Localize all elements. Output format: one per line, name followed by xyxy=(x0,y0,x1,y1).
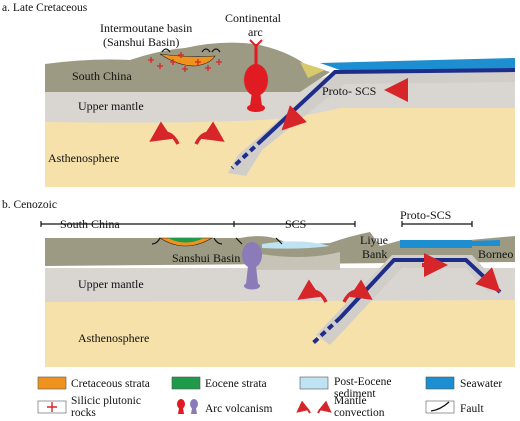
legend: Cretaceous strata Eocene strata Post-Eoc… xyxy=(37,376,502,419)
panel-a: a. Late Cretaceous xyxy=(2,2,516,187)
panel-b-liyue-label-2: Bank xyxy=(362,247,387,261)
panel-a-basin-label-1: Intermoutane basin xyxy=(100,21,192,35)
fault-icon xyxy=(430,401,450,412)
panel-b-scs-region: SCS xyxy=(285,217,306,231)
panel-a-mantle-convection-arrows xyxy=(149,121,225,145)
legend-swatch-post-eocene-sediment xyxy=(299,376,329,390)
panel-a-arc-volcano xyxy=(244,39,268,112)
legend-label-cretaceous-strata: Cretaceous strata xyxy=(71,378,150,390)
panel-b-asthenosphere-label: Asthenosphere xyxy=(78,331,149,345)
legend-label-mantle-convection-2: convection xyxy=(334,407,385,419)
legend-label-post-eocene-1: Post-Eocene xyxy=(334,376,391,388)
panel-a-arc-label-1: Continental xyxy=(225,11,282,25)
mantle-convection-icon xyxy=(296,400,332,414)
panel-b-title: b. Cenozoic xyxy=(2,199,57,211)
legend-label-post-eocene-2: sediment xyxy=(334,388,376,400)
panel-b-slab-dashed xyxy=(310,316,342,346)
panel-b-borneo-label: Borneo xyxy=(478,247,513,261)
panel-a-arc-label-2: arc xyxy=(248,25,263,39)
panel-b-arc-volcano-relic xyxy=(242,242,262,290)
panel-b-oceanic-plate xyxy=(316,255,500,345)
panel-b-basin-faults xyxy=(151,237,283,245)
panel-b-mantle-convection-arrows xyxy=(297,279,373,303)
legend-label-silicic-2: rocks xyxy=(71,407,96,419)
legend-swatch-eocene-strata xyxy=(171,376,201,390)
legend-label-arc-volcanism: Arc volcanism xyxy=(205,403,272,415)
panel-a-ocean-label: Proto- SCS xyxy=(322,84,376,98)
legend-swatch-fault xyxy=(425,400,455,414)
panel-a-seawater xyxy=(320,58,515,70)
panel-b-post-eocene-sediment xyxy=(262,241,330,249)
panel-b-upper-mantle-label: Upper mantle xyxy=(78,277,144,291)
legend-label-silicic-1: Silicic plutonic xyxy=(71,395,141,407)
panel-a-silicic-plutonic-rocks xyxy=(148,52,222,72)
panel-b: b. Cenozoic South China SCS Proto-SCS xyxy=(2,199,515,367)
panel-a-accretionary-wedge xyxy=(300,62,325,78)
legend-swatch-seawater xyxy=(425,376,455,390)
panel-a-upper-mantle-label: Upper mantle xyxy=(78,99,144,113)
panel-a-crust-layer xyxy=(45,42,330,92)
cross-icon xyxy=(47,402,57,412)
panel-a-cretaceous-strata xyxy=(159,53,216,67)
panel-a-basin-label-2: (Sanshui Basin) xyxy=(103,35,179,49)
legend-label-seawater: Seawater xyxy=(460,378,502,390)
panel-a-basin-faults xyxy=(161,48,221,53)
legend-label-mantle-convection-1: Mantle xyxy=(334,395,367,407)
panel-b-proto-scs-region: Proto-SCS xyxy=(400,208,451,222)
panel-a-slab-motion-arrow xyxy=(281,105,307,131)
panel-b-seawater xyxy=(400,240,472,248)
panel-b-liyue-label-1: Liyue xyxy=(360,233,388,247)
arc-volcanism-icon xyxy=(177,399,198,414)
panel-b-eocene-strata xyxy=(168,238,204,243)
panel-a-south-china-label: South China xyxy=(72,69,132,83)
panel-a-slab-dashed xyxy=(230,138,264,170)
panel-a-title: a. Late Cretaceous xyxy=(2,2,88,14)
panel-b-scs-thinned-crust xyxy=(250,252,340,270)
legend-swatch-cretaceous-strata xyxy=(37,376,67,390)
panel-a-asthenosphere-label: Asthenosphere xyxy=(48,151,119,165)
panel-b-sanshui-basin-label: Sanshui Basin xyxy=(172,251,240,265)
panel-b-upper-mantle-layer xyxy=(45,268,515,302)
panel-b-plate-motion-arrow-2 xyxy=(475,267,501,293)
legend-label-eocene-strata: Eocene strata xyxy=(205,378,267,390)
legend-label-fault: Fault xyxy=(460,403,484,415)
panel-b-south-china-region: South China xyxy=(60,217,120,231)
